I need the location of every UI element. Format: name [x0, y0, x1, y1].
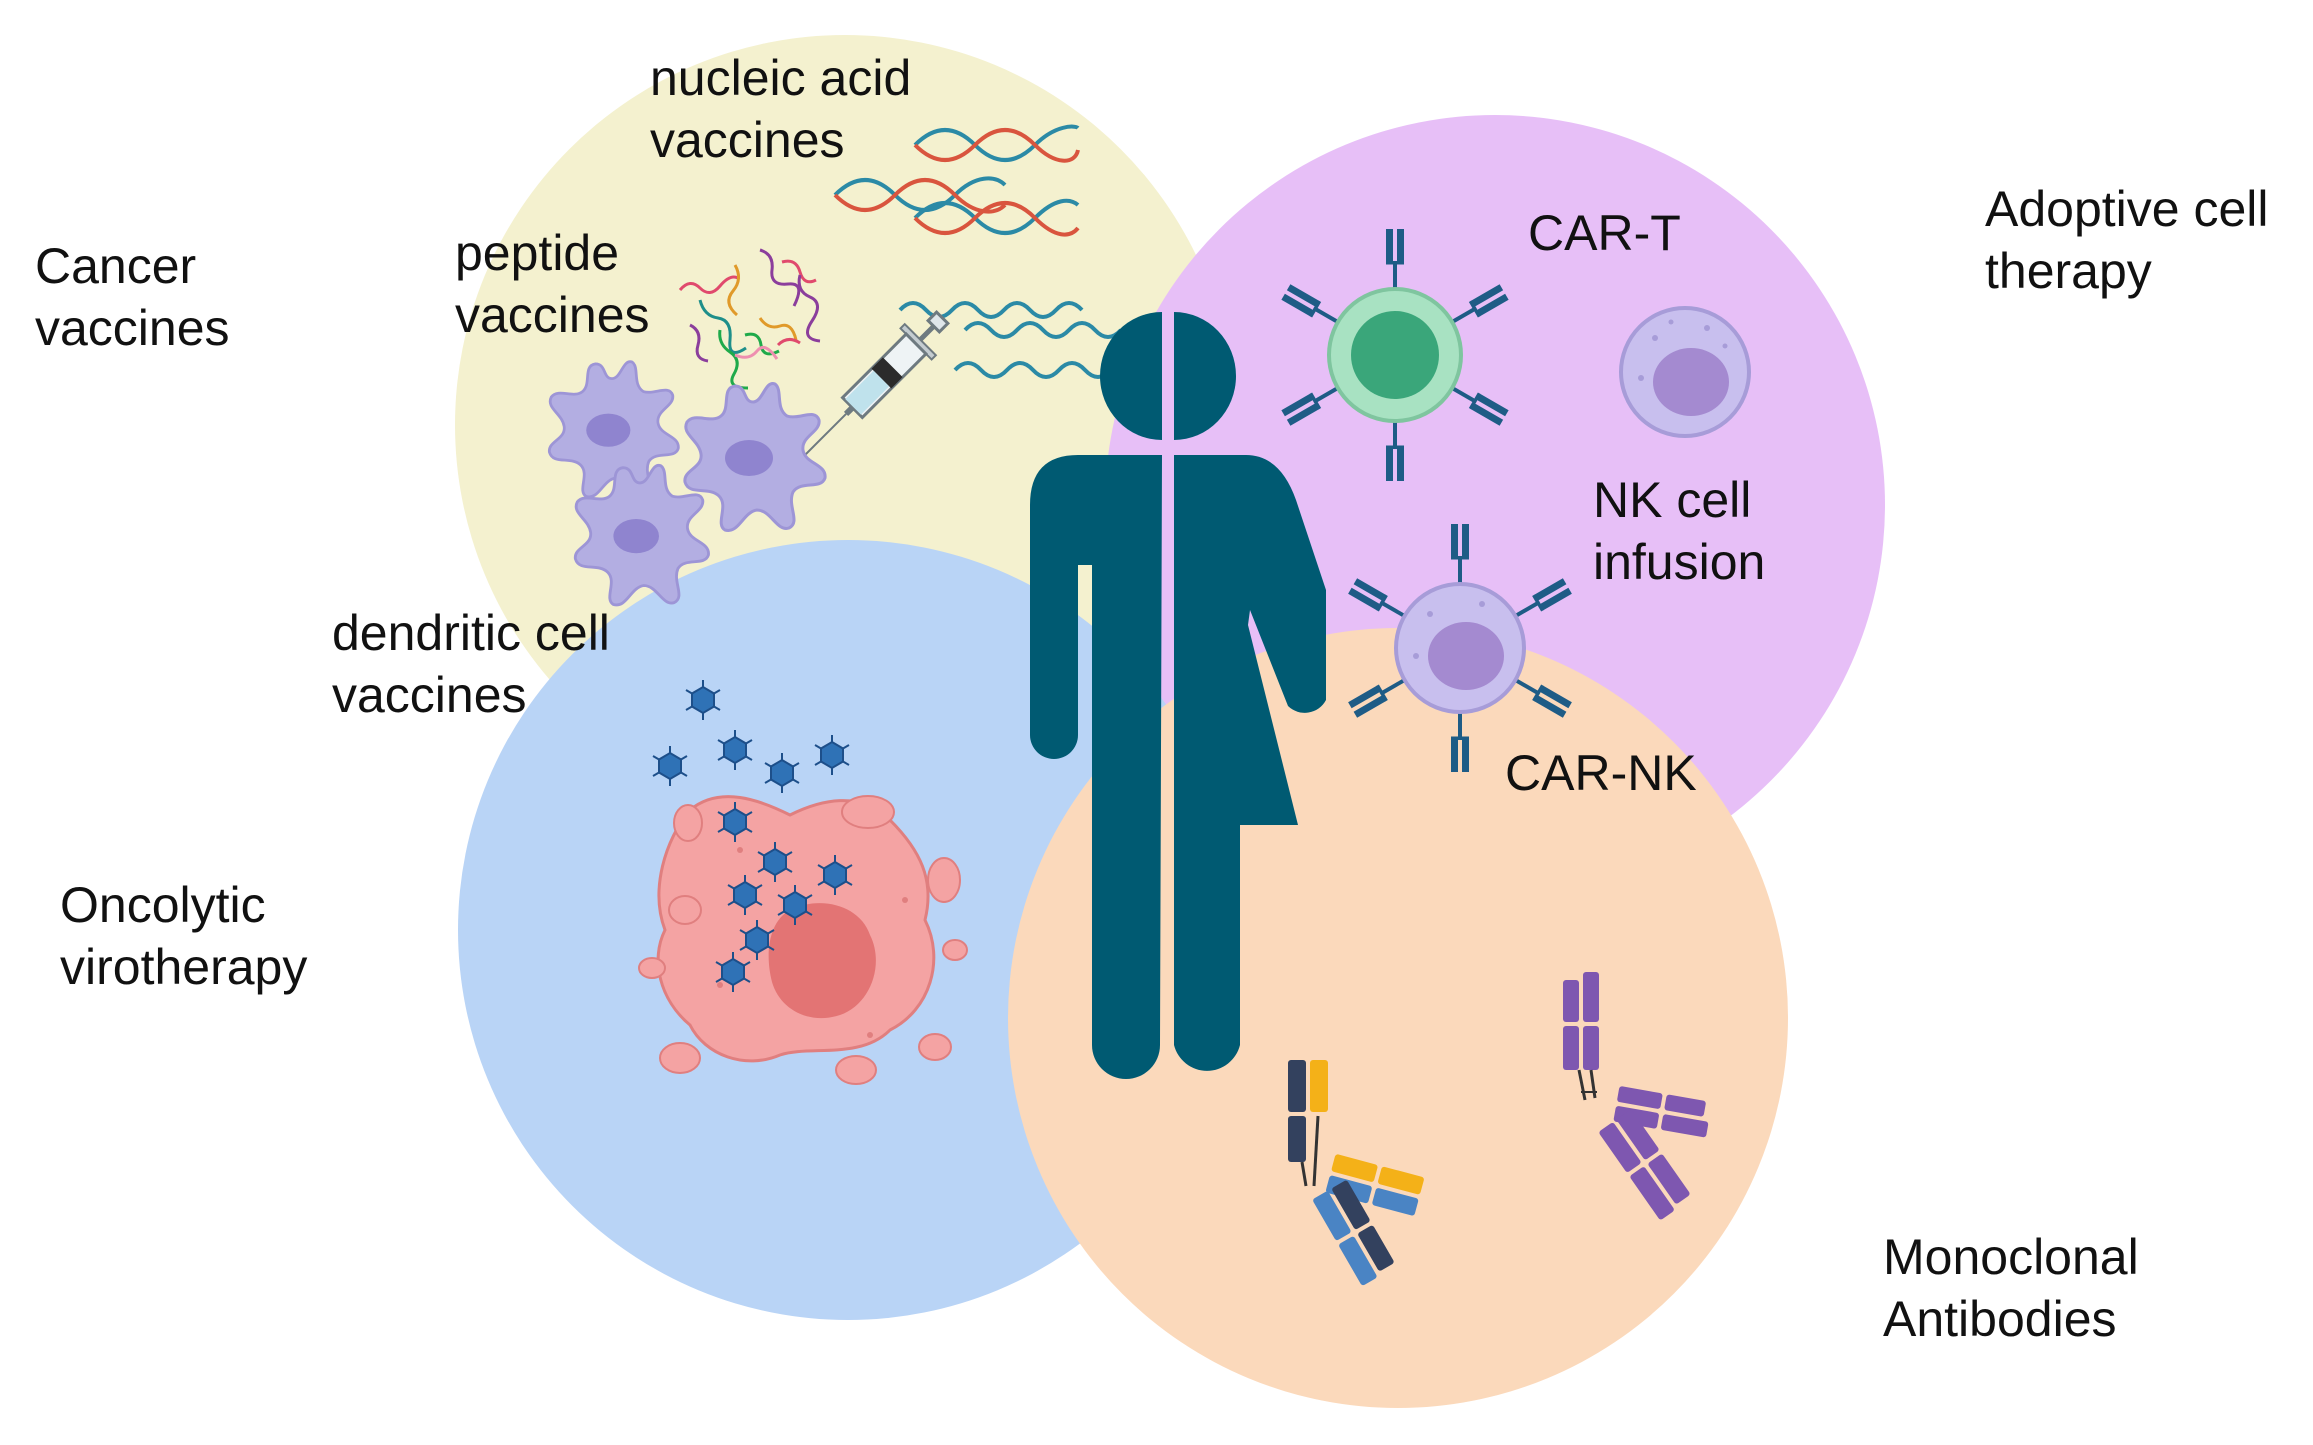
label-line: Monoclonal — [1883, 1229, 2139, 1285]
label-line: Cancer — [35, 238, 196, 294]
label-line: vaccines — [650, 112, 845, 168]
car-nk-label: CAR-NK — [1505, 745, 1697, 801]
dna-icon — [833, 124, 1080, 237]
label-line: infusion — [1593, 534, 1765, 590]
mrna-icon — [898, 301, 1123, 379]
label-line: therapy — [1985, 243, 2152, 299]
nucleic-acid-vaccines-label: nucleic acid vaccines — [650, 50, 911, 168]
tumor-icon — [638, 795, 968, 1085]
oncolytic-virotherapy-label: Oncolytic virotherapy — [60, 877, 307, 995]
dendritic-cell-vaccines-label: dendritic cell vaccines — [332, 605, 610, 723]
cancer-vaccines-label: Cancer vaccines — [35, 238, 230, 356]
syringe-icon — [788, 309, 951, 472]
label-line: peptide — [455, 225, 619, 281]
label-line: Antibodies — [1883, 1291, 2117, 1347]
nk-cell-infusion-label: NK cell infusion — [1593, 472, 1765, 590]
antibody-icon — [1288, 972, 1709, 1286]
label-line: dendritic cell — [332, 605, 610, 661]
car-t-label: CAR-T — [1528, 205, 1681, 261]
label-line: vaccines — [455, 287, 650, 343]
label-line: vaccines — [35, 300, 230, 356]
nk-cell-icon — [1619, 306, 1751, 438]
label-line: virotherapy — [60, 939, 307, 995]
label-line: nucleic acid — [650, 50, 911, 106]
label-line: Adoptive cell — [1985, 181, 2269, 237]
peptide-icon — [678, 248, 821, 390]
human-figure-icon — [1030, 312, 1326, 1079]
label-line: vaccines — [332, 667, 527, 723]
car-nk-cell-icon — [1346, 522, 1574, 774]
label-line: CAR-NK — [1505, 745, 1697, 801]
label-line: CAR-T — [1528, 205, 1681, 261]
label-line: NK cell — [1593, 472, 1751, 528]
car-t-cell-icon — [1279, 227, 1511, 483]
adoptive-cell-therapy-label: Adoptive cell therapy — [1985, 181, 2269, 299]
label-line: Oncolytic — [60, 877, 266, 933]
peptide-vaccines-label: peptide vaccines — [455, 225, 650, 343]
